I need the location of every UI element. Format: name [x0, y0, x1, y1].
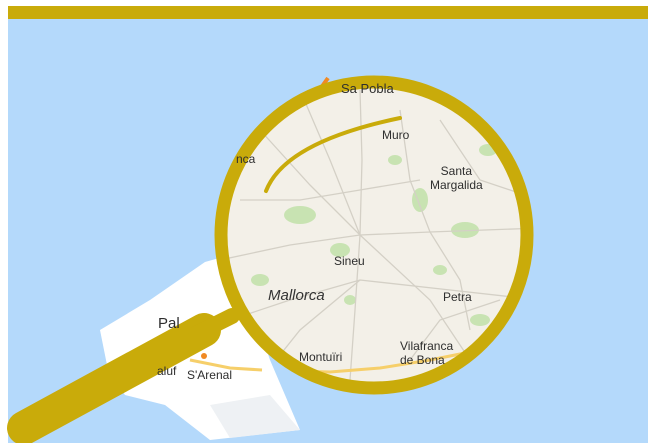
label-magaluf-partial: aluf [157, 364, 177, 378]
label-sa-pobla: Sa Pobla [341, 81, 394, 96]
label-santa-margalida: Santa Margalida [430, 164, 483, 192]
label-petra: Petra [443, 290, 472, 304]
secondary-road [189, 358, 263, 372]
island-shadow [210, 395, 300, 438]
lens-map [221, 82, 527, 388]
label-vilafranca: Vilafranca de Bona [400, 339, 454, 367]
lens-glare-arc [264, 116, 402, 193]
label-muro: Muro [382, 128, 410, 142]
highway-junction [201, 353, 207, 359]
label-inca-partial: nca [236, 152, 256, 166]
label-montuiri: Montuïri [299, 350, 343, 364]
lens-rim [214, 75, 534, 395]
label-mallorca: Mallorca [268, 287, 325, 304]
accent-top-bar [8, 6, 648, 19]
magnifier-handle [7, 313, 221, 443]
magnifier-neck [188, 308, 240, 342]
label-sarenal: S'Arenal [187, 368, 232, 382]
label-palma-partial: Pal [158, 315, 180, 332]
label-sineu: Sineu [334, 254, 365, 268]
